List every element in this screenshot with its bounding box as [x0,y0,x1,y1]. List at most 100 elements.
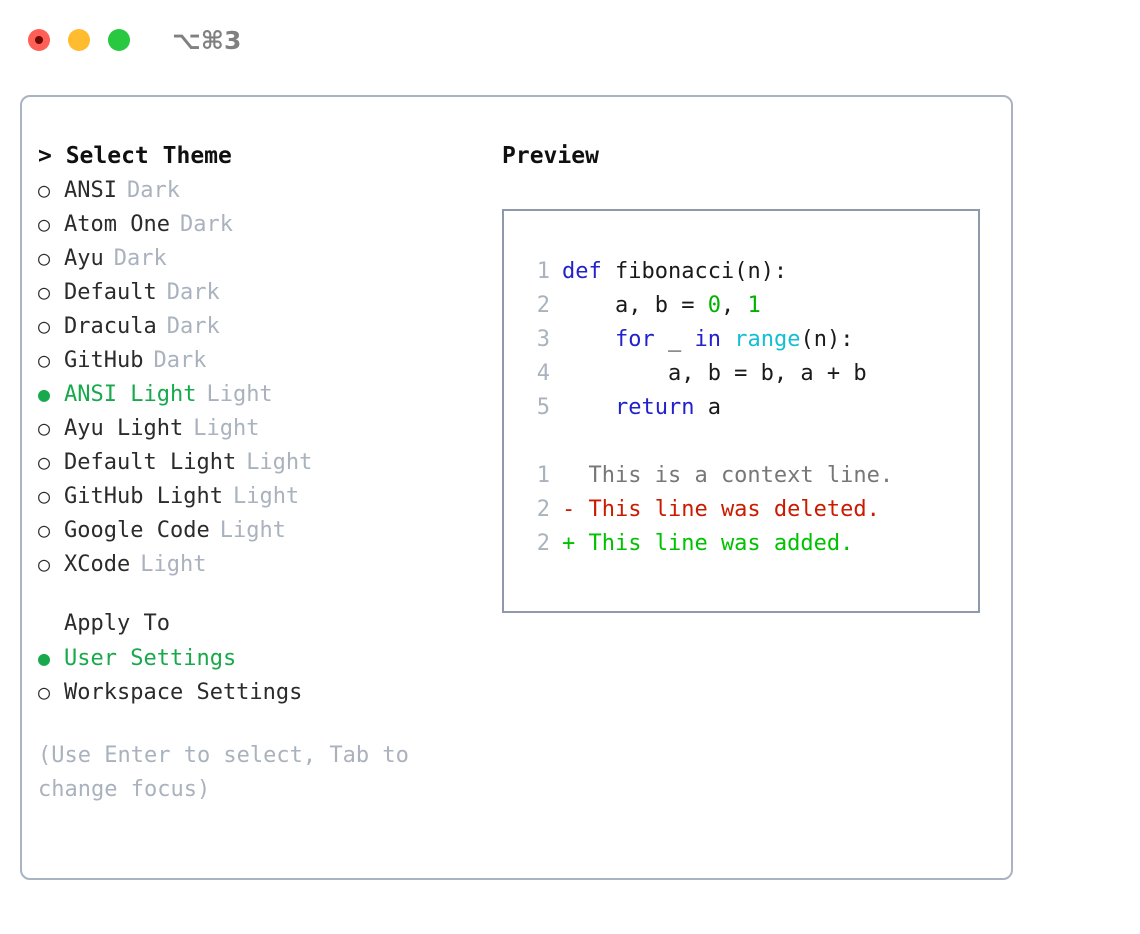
radio-unselected-icon: ○ [38,314,51,338]
maximize-window-icon[interactable] [108,29,130,51]
apply-to-header: Apply To [64,611,170,636]
theme-option-variant: Light [206,382,273,407]
theme-option-variant: Light [140,552,207,577]
minimize-window-icon[interactable] [68,29,90,51]
line-number: 5 [536,395,550,420]
theme-option-variant: Dark [153,348,207,373]
traffic-light-group [28,29,130,51]
code-token: _ [654,327,695,352]
code-line: 5 return a [516,391,978,425]
theme-option-label: GitHub Light [64,484,223,509]
code-token: for [614,327,655,352]
apply-to-option[interactable]: ○ Workspace Settings [38,675,478,709]
diff-sample: 1 This is a context line. 2 - This line wa… [516,459,978,561]
theme-option-variant: Light [219,518,286,543]
code-token: a, b = [562,293,708,318]
apply-to-list[interactable]: ●User Settings ○ Workspace Settings [38,641,478,709]
code-token: range [734,327,801,352]
radio-unselected-icon: ○ [38,348,51,372]
theme-option-label: ANSI [64,178,117,203]
code-token: 1 [747,293,761,318]
diff-line: 1 This is a context line. [516,459,978,493]
theme-option-label: Google Code [64,518,210,543]
radio-unselected-icon: ○ [38,680,51,704]
theme-option[interactable]: ○ ANSI Dark [38,173,478,207]
radio-unselected-icon: ○ [38,178,51,202]
code-token [562,327,615,352]
radio-unselected-icon: ○ [38,280,51,304]
diff-line-text: This is a context line. [562,463,894,488]
apply-to-option[interactable]: ●User Settings [38,641,478,675]
titlebar: ⌥⌘3 [0,0,1140,80]
line-number: 1 [536,463,550,488]
theme-option-label: Atom One [64,212,170,237]
theme-option[interactable]: ○ Ayu Dark [38,241,478,275]
apply-to-option-label: Workspace Settings [64,680,303,705]
radio-unselected-icon: ○ [38,212,51,236]
diff-line-text: - This line was deleted. [562,497,880,522]
theme-option[interactable]: ○ Google Code Light [38,513,478,547]
keyboard-hint-text: (Use Enter to select, Tab to change focu… [38,743,423,802]
code-token: return [614,395,695,420]
line-number: 3 [536,327,550,352]
diff-line: 2+ This line was added. [516,527,978,561]
radio-unselected-icon: ○ [38,246,51,270]
preview-header: Preview [502,143,599,169]
theme-option-variant: Dark [179,212,233,237]
code-token: in [694,327,721,352]
code-token: a [694,395,721,420]
radio-unselected-icon: ○ [38,484,51,508]
line-number: 2 [536,531,550,556]
spacer [38,581,478,607]
select-theme-header: > Select Theme [38,143,232,169]
code-line: 1 def fibonacci(n): [516,255,978,289]
theme-option-label: Ayu [64,246,104,271]
line-number: 2 [536,497,550,522]
code-token: a, b = b, a + b [562,361,867,386]
spacer [516,425,978,459]
theme-option-variant: Dark [166,314,220,339]
titlebar-shortcut-label: ⌥⌘3 [172,25,242,55]
code-token: (n): [800,327,854,352]
code-token: def [562,259,602,284]
theme-option-variant: Dark [113,246,167,271]
radio-unselected-icon: ○ [38,518,51,542]
radio-unselected-icon: ○ [38,450,51,474]
code-line-text: return a [562,391,721,425]
theme-option-label: Default [64,280,157,305]
code-line: 3 for _ in range(n): [516,323,978,357]
code-line-text: a, b = 0, 1 [562,289,761,323]
theme-option[interactable]: ○ Atom One Dark [38,207,478,241]
radio-selected-icon: ● [38,646,51,670]
theme-option-label: ANSI Light [64,382,197,407]
theme-option-label: Default Light [64,450,237,475]
code-token: 0 [707,293,721,318]
code-token: fibonacci(n): [601,259,788,284]
theme-option-variant: Light [193,416,260,441]
line-number: 1 [536,259,550,284]
code-token [562,395,615,420]
code-line-text: for _ in range(n): [562,323,853,357]
theme-option-variant: Dark [126,178,180,203]
code-line-text: a, b = b, a + b [562,357,867,391]
theme-option-label: Ayu Light [64,416,184,441]
close-window-icon[interactable] [28,29,50,51]
theme-option-label: XCode [64,552,131,577]
theme-option-label: Dracula [64,314,157,339]
theme-option[interactable]: ○ Dracula Dark [38,309,478,343]
diff-line: 2 - This line was deleted. [516,493,978,527]
